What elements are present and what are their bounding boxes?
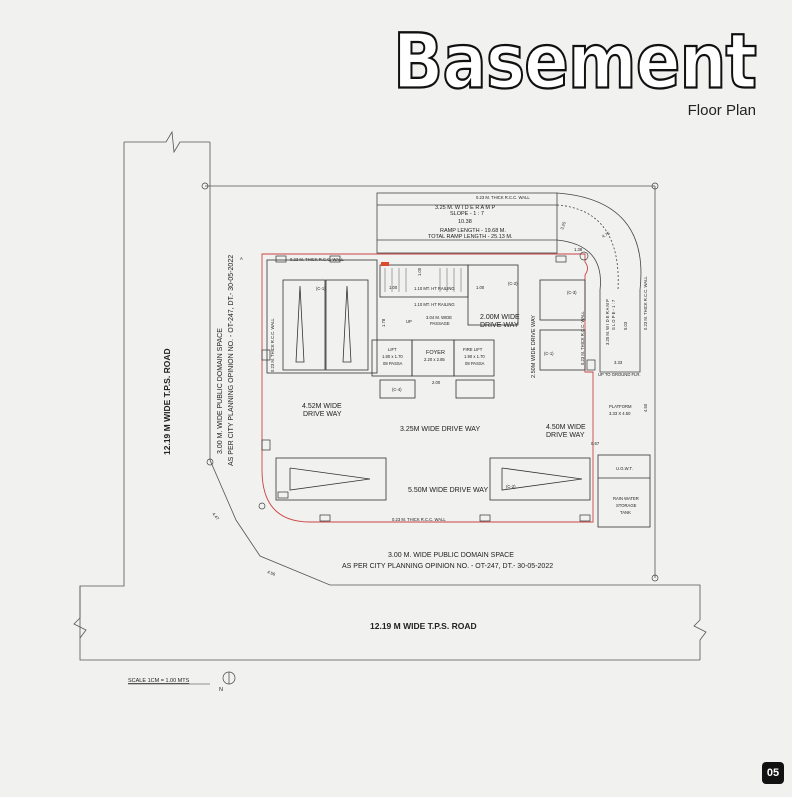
ugwt-label: U.G.W.T. [616,466,633,471]
platform-l2: 3.33 X 4.50 [609,411,631,416]
page-number-badge: 05 [762,762,784,784]
railing-2: 1.10 MT. HT RAILING [414,302,455,307]
up-label: UP [406,319,412,324]
driveway-450-l1: 4.50M WIDE [546,424,586,431]
road-label-bottom: 12.19 M WIDE T.P.S. ROAD [370,621,477,631]
ramp-side-width: 3.25 M. W I D E R A M P [605,299,610,345]
ramp-dim-475: 4.75 [601,230,611,239]
ramp-side-dim: 5.03 [623,321,628,330]
dim-178: 1.78 [381,318,386,327]
passage-l2: PASSAGE [430,321,450,326]
inner-walls [266,259,651,528]
dim-200: 2.00 [432,380,441,385]
room-c2-bottom: (C-2) [506,484,516,489]
passage-l1: 3.04 M. WIDE [426,315,452,320]
room-c1-right: (C-1) [544,351,554,356]
fire-lift-l3: 08 PASSA [465,361,485,366]
scale-label: SCALE 1CM = 1.00 MTS [128,678,190,684]
up-ground-label: UP TO GROUND FLR. [598,372,641,377]
ramp-dim-325: 3.25 [559,220,567,230]
dim-100b: 1.00 [476,285,485,290]
site-boundary [73,130,707,661]
dim-456: 4.56 [267,569,277,577]
ramp-wall-label: 0.23 M. THICK R.C.C. WALL [476,195,530,200]
page-subtitle: Floor Plan [687,102,756,119]
driveway-450-l2: DRIVE WAY [546,432,585,439]
ramp-slope-label: SLOPE - 1 : 7 [450,211,484,217]
fire-lift-l2: 1.90 x 1.70 [464,354,485,359]
ramp-area [376,192,642,373]
ramp-dim-138: 1.38 [574,247,583,252]
dim-447: 4.47 [211,511,221,521]
north-arrow-icon [222,671,236,685]
driveway-200-l2: DRIVE WAY [480,322,519,329]
public-space-bottom-2: AS PER CITY PLANNING OPINION NO. - OT-24… [342,563,553,570]
room-c3: (C-3) [567,290,577,295]
platform-l1: PLATFORM [609,404,632,409]
room-c4: (C-4) [392,387,402,392]
rain-l1: RAIN WATER [613,496,639,501]
foyer-l2: 2.20 x 2.85 [424,357,445,362]
ramp-length-label: RAMP LENGTH - 19.68 M. [440,228,506,234]
ramp-side-slope: S L O P E - 1 : 7 [611,299,616,330]
wall-left-label: 0.23 M. THICK R.C.C. WALL [270,318,275,372]
page-title: Basement [392,17,758,106]
wall-inner-label: 0.23 M. THICK R.C.C. WALL [580,311,585,365]
dim-100c: 1.00 [417,267,422,276]
ramp-dim-label: 10.38 [458,219,472,225]
driveway-452-l2: DRIVE WAY [303,411,342,418]
driveway-452-l1: 4.52M WIDE [302,403,342,410]
driveway-250: 2.50M WIDE DRIVE WAY [531,315,537,378]
rain-l3: TANK [620,510,631,515]
basement-outline [261,253,594,523]
dim-100a: 1.00 [389,285,398,290]
wall-right-label: 0.23 M. THICK R.C.C. WALL [643,276,648,330]
ramp-total-label: TOTAL RAMP LENGTH - 25.13 M. [428,234,513,240]
foyer-l1: FOYER [426,350,445,356]
survey-markers [201,182,659,582]
public-space-left-1: 3.00 M. WIDE PUBLIC DOMAIN SPACE [217,328,224,454]
wall-top-label: 0.23 M. THICK R.C.C. WALL [290,257,344,262]
north-label: N [219,687,223,693]
dim-450: 4.50 [643,403,648,412]
room-c1-left: (C-1) [316,286,326,291]
lift-l3: 08 PASSA [383,361,403,366]
railing-1: 1.10 MT. HT RAILING [414,286,455,291]
rain-l2: STORAGE [616,503,637,508]
fire-lift-l1: FIRE LIFT [463,347,483,352]
ramp-width-label: 3.25 M. W I D E R A M P [435,205,496,211]
room-c2-top: (C-2) [508,281,518,286]
public-space-left-2: AS PER CITY PLANNING OPINION NO. - OT-24… [228,255,235,466]
columns [261,255,596,522]
dim-133: 3.33 [614,360,623,365]
staircase [384,268,462,292]
driveway-550: 5.50M WIDE DRIVE WAY [408,487,488,494]
lift-l1: LIFT [388,347,397,352]
a-mark: A [240,256,243,261]
public-space-bottom-1: 3.00 M. WIDE PUBLIC DOMAIN SPACE [388,552,514,559]
wall-bottom-label: 0.23 M. THICK R.C.C. WALL [392,517,446,522]
dim-067: 0.67 [591,441,600,446]
road-label-left: 12.19 M WIDE T.P.S. ROAD [162,348,172,455]
red-marker [381,262,389,266]
driveway-325: 3.25M WIDE DRIVE WAY [400,426,480,433]
lift-l2: 1.80 x 1.70 [382,354,403,359]
driveway-200-l1: 2.00M WIDE [480,314,520,321]
